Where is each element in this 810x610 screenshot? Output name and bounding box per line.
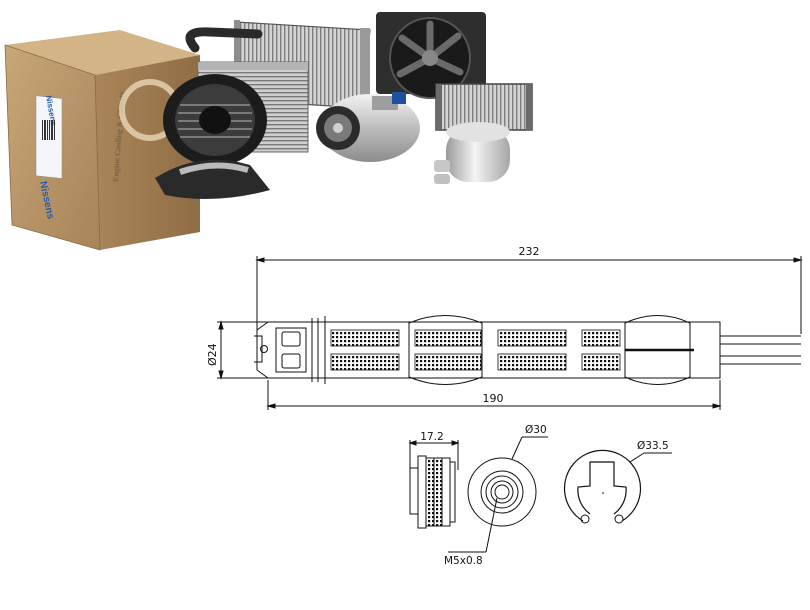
product-photo-collage: Nissens Nissens Engine Cooling & Climate <box>4 12 533 251</box>
overall-length-label: 232 <box>519 245 540 258</box>
overall-length-dimension <box>255 256 803 334</box>
receiver-drier <box>434 122 510 184</box>
ac-compressor <box>316 92 420 162</box>
cap-diameter-label: Ø30 <box>525 424 547 436</box>
ring-diameter-label: Ø33.5 <box>637 440 669 452</box>
cap-front-view <box>448 436 548 553</box>
radiator-fan <box>376 12 486 99</box>
side-view <box>408 440 460 529</box>
filter-mesh <box>330 329 621 371</box>
diameter-label: Ø24 <box>206 343 219 366</box>
thickness-label: 17.2 <box>420 431 443 443</box>
thread-label: M5x0.8 <box>444 555 483 567</box>
technical-drawing: 232 Ø24 <box>206 245 803 567</box>
body-length-dimension <box>266 380 722 410</box>
barcode <box>42 120 55 140</box>
blower-motor <box>155 74 270 199</box>
retaining-ring-view <box>563 449 672 524</box>
drier-body <box>254 315 801 385</box>
body-length-label: 190 <box>483 392 504 405</box>
diameter-dimension <box>217 320 268 380</box>
